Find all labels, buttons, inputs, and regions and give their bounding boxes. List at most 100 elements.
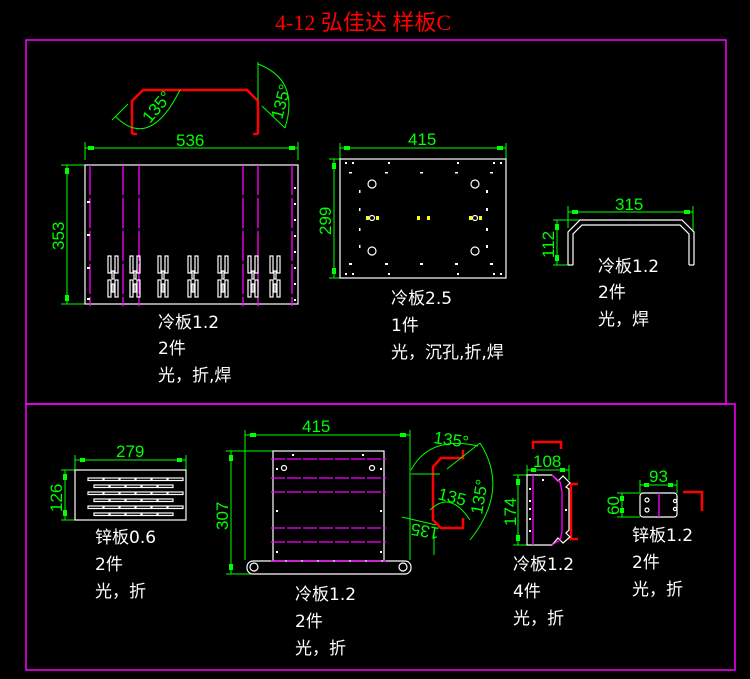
part-4-height: 126 bbox=[47, 484, 66, 512]
louver-slot bbox=[167, 477, 184, 482]
part-5-angle-left: 135 bbox=[409, 519, 440, 543]
louver-slot bbox=[135, 491, 152, 496]
edge-mark bbox=[385, 172, 388, 174]
part-2-countersinks bbox=[366, 216, 482, 220]
part-6-quantity: 4件 bbox=[513, 582, 541, 602]
slot bbox=[107, 255, 112, 274]
edge-mark bbox=[493, 273, 495, 275]
part-5-flange bbox=[246, 560, 412, 575]
part-2-material: 冷板2.5 bbox=[391, 289, 452, 309]
edge-mark bbox=[294, 283, 296, 285]
louver-slot bbox=[109, 498, 126, 503]
part-2-process: 光，沉孔,折,焊 bbox=[391, 343, 504, 363]
edge-mark bbox=[486, 190, 488, 193]
slot bbox=[164, 255, 169, 274]
part-3-quantity: 2件 bbox=[598, 283, 626, 303]
edge-mark bbox=[500, 162, 502, 164]
slot bbox=[107, 279, 112, 298]
drawing-title: 4-12 弘佳达 样板C bbox=[275, 10, 451, 35]
part-6-process: 光，折 bbox=[513, 609, 564, 629]
louver-slot bbox=[167, 505, 184, 510]
slot bbox=[269, 279, 274, 298]
edge-mark bbox=[349, 172, 352, 174]
part-7-holes bbox=[644, 497, 678, 513]
edge-mark bbox=[345, 273, 347, 275]
part-5-angle-arc-right bbox=[469, 442, 494, 541]
part-5-profile bbox=[431, 450, 465, 530]
edge-mark bbox=[457, 273, 459, 275]
part-6-profile-side bbox=[569, 482, 578, 541]
part-2-quantity: 1件 bbox=[391, 316, 419, 336]
louver-slot bbox=[157, 512, 174, 517]
part-7-profile bbox=[683, 490, 704, 511]
slot bbox=[224, 255, 229, 274]
part-3-outline-outer bbox=[567, 219, 695, 265]
louver-slot bbox=[125, 498, 142, 503]
slot bbox=[136, 279, 141, 298]
louver-slot bbox=[103, 491, 120, 496]
part-2-drawing: 415 299 冷板2.5 1件 光，沉孔,折,焊 bbox=[316, 130, 507, 363]
part-5-process: 光，折 bbox=[295, 639, 346, 659]
part-5-holes bbox=[280, 464, 376, 472]
part-5-material: 冷板1.2 bbox=[295, 585, 356, 605]
slot bbox=[164, 279, 169, 298]
slot bbox=[224, 279, 229, 298]
louver-slot bbox=[109, 512, 126, 517]
edge-mark bbox=[388, 273, 390, 275]
part-3-drawing: 315 112 冷板1.2 2件 光，焊 bbox=[539, 195, 695, 330]
edge-mark bbox=[294, 187, 296, 189]
slot bbox=[114, 255, 119, 274]
edge-mark bbox=[359, 208, 361, 211]
part-1-slots bbox=[107, 255, 281, 298]
slot bbox=[191, 283, 195, 293]
edge-mark bbox=[490, 172, 493, 174]
slot bbox=[157, 255, 162, 274]
part-4-process: 光，折 bbox=[95, 582, 146, 602]
slot bbox=[136, 255, 141, 274]
part-1-height: 353 bbox=[49, 222, 68, 250]
part-6-drawing: 108 174 冷板1.2 4件 光，折 bbox=[501, 440, 578, 629]
slot bbox=[251, 283, 255, 293]
part-4-quantity: 2件 bbox=[95, 555, 123, 575]
slot bbox=[221, 270, 225, 280]
edge-mark bbox=[294, 219, 296, 221]
edge-mark bbox=[294, 235, 296, 237]
slot bbox=[273, 283, 277, 293]
part-1-outline bbox=[84, 164, 299, 305]
part-5-flange-holes bbox=[249, 562, 408, 572]
slot bbox=[191, 270, 195, 280]
louver-slot bbox=[93, 512, 110, 517]
slot bbox=[217, 279, 222, 298]
slot bbox=[276, 255, 281, 274]
slot bbox=[247, 279, 252, 298]
edge-mark bbox=[87, 267, 90, 269]
slot bbox=[247, 255, 252, 274]
edge-mark bbox=[388, 162, 390, 164]
edge-mark bbox=[352, 162, 354, 164]
slot bbox=[251, 270, 255, 280]
edge-mark bbox=[345, 162, 347, 164]
part-1-angle-right: 135° bbox=[268, 82, 295, 121]
slot bbox=[111, 270, 115, 280]
slot bbox=[194, 279, 199, 298]
slot bbox=[276, 279, 281, 298]
part-2-holes bbox=[367, 179, 480, 256]
louver-slot bbox=[103, 477, 120, 482]
louver-slot bbox=[119, 491, 136, 496]
louver-slot bbox=[87, 491, 104, 496]
edge-mark bbox=[486, 228, 488, 231]
louver-slot bbox=[87, 477, 104, 482]
part-7-height: 60 bbox=[604, 496, 623, 515]
louver-slot bbox=[141, 498, 158, 503]
slot bbox=[157, 279, 162, 298]
edge-mark bbox=[359, 228, 361, 231]
part-1-width: 536 bbox=[176, 131, 204, 150]
slot bbox=[194, 255, 199, 274]
frame-top bbox=[25, 39, 727, 405]
louver-slot bbox=[167, 491, 184, 496]
part-1-drawing: 135° 135° 536 353 冷板1.2 2件 bbox=[49, 62, 299, 386]
edge-mark bbox=[294, 251, 296, 253]
louver-slot bbox=[151, 477, 168, 482]
edge-mark bbox=[359, 245, 361, 248]
